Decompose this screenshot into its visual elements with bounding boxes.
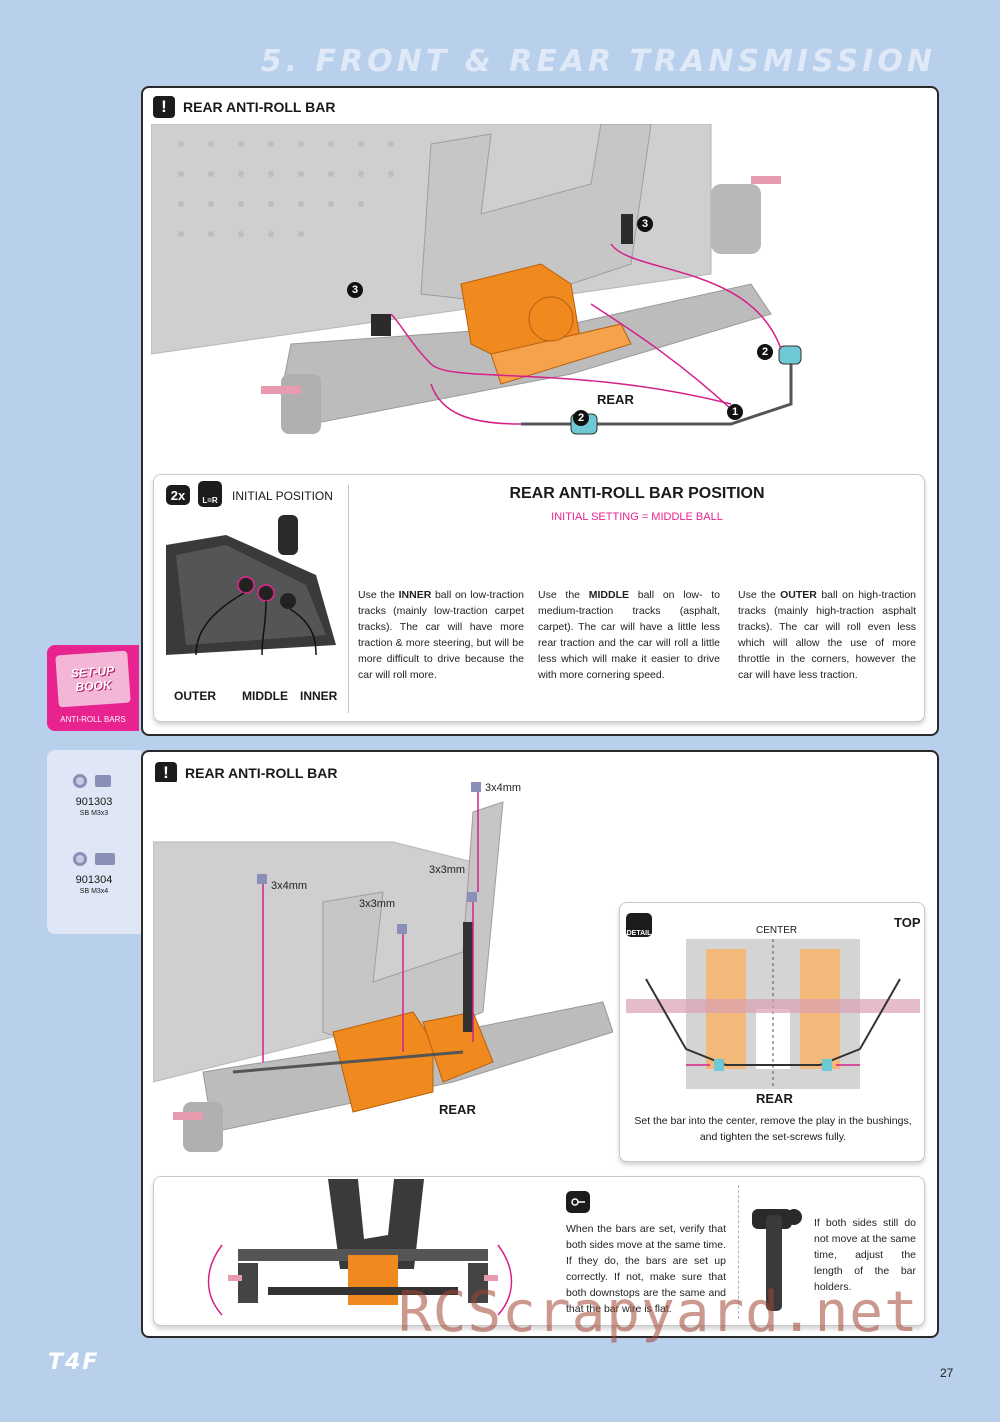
parts-box: 901303 SB M3x3 901304 SB M3x4 xyxy=(47,750,141,934)
callout-1: 1 xyxy=(727,404,743,420)
step-title: REAR ANTI-ROLL BAR xyxy=(185,765,338,781)
callout-2-bottom: 2 xyxy=(573,410,589,426)
washer-icon xyxy=(73,774,87,788)
rear-label: REAR xyxy=(597,392,634,407)
part-code-901304: 901304 xyxy=(75,874,113,886)
rear-anti-roll-bar-diagram: 3 3 2 2 1 REAR xyxy=(151,124,931,464)
set-screw-icon xyxy=(95,853,115,865)
page-title: 5. FRONT & REAR TRANSMISSION xyxy=(260,44,936,79)
ball-position-illustration xyxy=(166,515,336,665)
washer-icon xyxy=(73,852,87,866)
detail-panel: DETAIL TOP CENTER REAR Set the bar into … xyxy=(619,902,925,1162)
screw-label-3x4-left: 3x4mm xyxy=(271,880,308,892)
callout-2-right: 2 xyxy=(757,344,773,360)
chassis-illustration xyxy=(151,124,802,435)
callout-3-right: 3 xyxy=(637,216,653,232)
set-screw-icon xyxy=(95,775,111,787)
outer-ball-description: Use the OUTER ball on high-traction trac… xyxy=(738,589,916,681)
page-number: 27 xyxy=(940,1366,954,1380)
inner-ball-label: INNER xyxy=(300,689,338,703)
verify-text: When the bars are set, verify that both … xyxy=(566,1223,726,1315)
position-title: REAR ANTI-ROLL BAR POSITION xyxy=(509,485,765,502)
rear-label: REAR xyxy=(439,1102,476,1117)
detail-top-view xyxy=(626,939,920,1089)
watermark: RCScrapyard.net xyxy=(398,1280,919,1345)
brand-logo: T4F xyxy=(48,1350,100,1375)
top-label: TOP xyxy=(894,915,921,930)
callout-3-left: 3 xyxy=(347,282,363,298)
screw-label-3x4-top: 3x4mm xyxy=(485,782,522,794)
exclamation-icon: ! xyxy=(155,762,177,784)
part-code-901303: 901303 xyxy=(75,796,113,808)
inner-ball-description: Use the INNER ball on low-traction track… xyxy=(358,589,524,681)
anti-roll-bar-position-panel: 2x L=R INITIAL POSITION OUTER MIDDLE INN… xyxy=(153,474,925,722)
outer-ball-label: OUTER xyxy=(174,689,216,703)
initial-position-label: INITIAL POSITION xyxy=(232,489,333,503)
bar-holder-illustration xyxy=(752,1209,802,1311)
verify-icon xyxy=(566,1191,590,1213)
screw-label-3x3-middle: 3x3mm xyxy=(359,898,396,910)
setup-book-icon: SET-UP BOOK xyxy=(55,650,131,708)
divider xyxy=(348,485,349,713)
part-desc-901304: SB M3x4 xyxy=(79,888,109,895)
center-label: CENTER xyxy=(756,925,798,936)
holder-length-text: If both sides still do not move at the s… xyxy=(814,1217,916,1293)
step-header: ! REAR ANTI-ROLL BAR xyxy=(153,96,335,118)
detail-icon: DETAIL xyxy=(626,913,652,937)
step-title: REAR ANTI-ROLL BAR xyxy=(183,99,336,115)
quantity-badge: 2x xyxy=(166,485,190,505)
middle-ball-label: MIDDLE xyxy=(242,689,288,703)
divider xyxy=(738,1185,739,1319)
step-header: ! REAR ANTI-ROLL BAR xyxy=(155,762,337,784)
verify-panel: When the bars are set, verify that both … xyxy=(153,1176,925,1326)
screw-installation-diagram: 3x4mm 3x4mm 3x3mm 3x3mm REAR xyxy=(153,782,613,1172)
screw-label-3x3-right: 3x3mm xyxy=(429,864,466,876)
detail-caption: Set the bar into the center, remove the … xyxy=(634,1115,912,1143)
part-901303-icons xyxy=(73,774,111,788)
verify-rear-view xyxy=(207,1179,513,1316)
position-subtitle: INITIAL SETTING = MIDDLE BALL xyxy=(551,511,723,523)
part-901304-icons xyxy=(73,852,115,866)
middle-ball-description: Use the MIDDLE ball on low- to medium-tr… xyxy=(538,589,720,681)
detail-rear-label: REAR xyxy=(756,1091,793,1106)
setup-book-caption: ANTI-ROLL BARS xyxy=(60,715,126,724)
step-panel-rear-anti-roll-bar-1: ! REAR ANTI-ROLL BAR xyxy=(141,86,939,736)
step-panel-rear-anti-roll-bar-2: ! REAR ANTI-ROLL BAR 3x4mm 3x4mm 3x3mm 3… xyxy=(141,750,939,1338)
setup-book-tab[interactable]: SET-UP BOOK ANTI-ROLL BARS xyxy=(47,645,139,731)
exclamation-icon: ! xyxy=(153,96,175,118)
part-desc-901303: SB M3x3 xyxy=(79,810,109,817)
left-equals-right-icon: L=R xyxy=(198,481,222,507)
